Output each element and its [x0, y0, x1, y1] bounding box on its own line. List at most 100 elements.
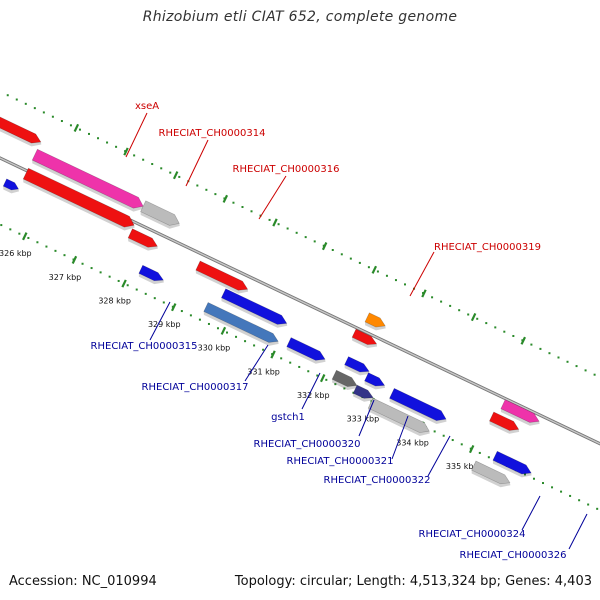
- top-label-leader: [409, 251, 435, 297]
- accession-text: Accession: NC_010994: [9, 574, 157, 589]
- gene-arrow-shadow: [0, 128, 42, 147]
- gene-label-bottom: RHECIAT_CH0000322: [324, 475, 431, 486]
- upper-guide-dot: [584, 369, 587, 372]
- upper-guide-dot: [286, 227, 289, 230]
- gene-arrow: [127, 228, 158, 248]
- upper-guide-dot: [51, 115, 54, 118]
- gene-label-bottom: RHECIAT_CH0000321: [287, 456, 394, 467]
- upper-guide-dot: [232, 201, 235, 204]
- gene-arrow-shadow: [492, 460, 532, 478]
- upper-guide-dot: [575, 365, 578, 368]
- upper-guide-dot: [548, 352, 551, 355]
- lower-guide-dot: [54, 249, 57, 252]
- upper-guide-dot: [160, 167, 163, 170]
- lower-guide-dot: [135, 288, 138, 291]
- upper-guide-dot: [268, 218, 271, 221]
- lower-guide-dot: [81, 262, 84, 265]
- upper-guide-dot: [42, 111, 45, 114]
- lower-guide-dot: [9, 228, 12, 231]
- lower-guide-dot: [153, 297, 156, 300]
- gene-label-bottom: RHECIAT_CH0000324: [419, 529, 526, 540]
- lower-guide-dot: [0, 224, 3, 227]
- lower-guide-dot: [18, 232, 21, 235]
- upper-guide-dot: [485, 322, 488, 325]
- upper-guide-dot: [196, 184, 199, 187]
- lower-guide-dot: [442, 434, 445, 437]
- lower-guide-dot: [596, 507, 599, 510]
- kbp-tick-label: 329 kbp: [148, 320, 181, 329]
- gene-arrow: [140, 200, 180, 226]
- kbp-tick-mark-upper: [421, 289, 427, 298]
- gene-arrow: [364, 372, 386, 387]
- lower-guide-dot: [63, 254, 66, 257]
- gene-arrow-shadow: [368, 408, 430, 436]
- gene-arrow: [367, 397, 430, 433]
- gene-arrow-shadow: [203, 311, 279, 346]
- lower-guide-dot: [45, 245, 48, 248]
- gene-arrow: [471, 460, 511, 485]
- lower-guide-dot: [90, 267, 93, 270]
- upper-guide-dot: [178, 175, 181, 178]
- lower-guide-dot: [578, 499, 581, 502]
- upper-guide-dot: [358, 261, 361, 264]
- gene-label-top: RHECIAT_CH0000314: [159, 128, 266, 139]
- gene-arrow: [0, 116, 42, 144]
- upper-guide-dot: [331, 249, 334, 252]
- gene-label-bottom: RHECIAT_CH0000315: [91, 341, 198, 352]
- upper-guide-dot: [241, 206, 244, 209]
- lower-guide-dot: [280, 357, 283, 360]
- kbp-tick-label: 334 kbp: [396, 438, 429, 447]
- kbp-tick-mark-upper: [470, 312, 477, 322]
- kbp-tick-label: 332 kbp: [297, 391, 330, 400]
- gene-arrow: [344, 356, 370, 373]
- lower-guide-dot: [226, 331, 229, 334]
- upper-guide-dot: [205, 188, 208, 191]
- lower-guide-dot: [144, 292, 147, 295]
- upper-guide-dot: [133, 154, 136, 157]
- upper-guide-dot: [340, 253, 343, 256]
- upper-guide-dot: [530, 343, 533, 346]
- gene-arrow: [195, 260, 249, 291]
- lower-guide-dot: [207, 322, 210, 325]
- upper-guide-dot: [313, 240, 316, 243]
- gene-label-bottom: RHECIAT_CH0000320: [254, 439, 361, 450]
- kbp-tick-label: 331 kbp: [247, 367, 280, 376]
- genome-summary-text: Topology: circular; Length: 4,513,324 bp…: [234, 574, 592, 589]
- kbp-tick-mark: [71, 255, 78, 264]
- upper-guide-dot: [349, 257, 352, 260]
- kbp-tick-mark-upper: [123, 147, 129, 156]
- lower-guide-dot: [117, 279, 120, 282]
- upper-guide-dot: [566, 360, 569, 363]
- gene-arrow: [352, 384, 374, 399]
- upper-guide-dot: [385, 274, 388, 277]
- lower-guide-dot: [532, 477, 535, 480]
- label-leader-lines: [125, 112, 588, 550]
- gene-labels: xseARHECIAT_CH0000314RHECIAT_CH0000316RH…: [91, 101, 567, 561]
- upper-guide-dot: [97, 137, 100, 140]
- lower-guide-dot: [36, 241, 39, 244]
- bottom-label-leader: [358, 399, 375, 437]
- gene-arrow-shadow: [471, 470, 511, 488]
- kbp-tick-mark-upper: [73, 123, 80, 132]
- gene-arrow: [22, 167, 135, 228]
- upper-guide-dot: [304, 236, 307, 239]
- upper-guide-dot: [494, 326, 497, 329]
- bottom-label-leader: [427, 435, 451, 477]
- lower-guide-dot: [180, 310, 183, 313]
- gene-label-top: RHECIAT_CH0000319: [434, 242, 541, 253]
- kbp-tick-label: 330 kbp: [198, 344, 231, 353]
- kbp-tick-mark: [171, 303, 177, 312]
- kbp-tick-mark-upper: [222, 194, 229, 203]
- upper-guide-dot: [33, 107, 36, 110]
- upper-guide-dot: [60, 120, 63, 123]
- lower-guide-dot: [108, 275, 111, 278]
- gene-arrow-shadow: [332, 379, 358, 390]
- upper-guide-dot: [24, 102, 27, 105]
- gene-arrow: [489, 411, 520, 431]
- lower-guide-dot: [162, 301, 165, 304]
- gene-arrow: [492, 450, 532, 475]
- gene-arrow-shadow: [489, 420, 520, 434]
- kbp-tick-mark: [220, 326, 227, 335]
- kbp-tick-label: 327 kbp: [49, 273, 82, 282]
